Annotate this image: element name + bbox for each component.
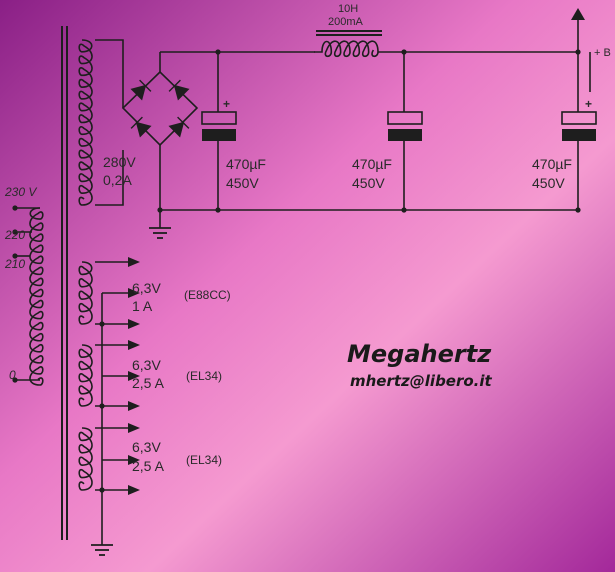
arrow-icon: [128, 257, 140, 267]
labels: 230 V 220 210 0 280V 0,2A 10H 200mA + B …: [4, 3, 611, 474]
hv-current-label: 0,2A: [103, 172, 132, 188]
hv-lead-bottom: [95, 150, 124, 206]
cap2-voltage: 450V: [352, 175, 385, 191]
cap1-voltage: 450V: [226, 175, 259, 191]
primary-winding: [29, 207, 44, 386]
choke-inductance-label: 10H: [338, 3, 358, 15]
hv-lead-top: [95, 39, 124, 98]
coil-group: [29, 30, 384, 491]
heater3-current: 2,5 A: [132, 458, 165, 474]
arrow-icon: [128, 371, 140, 381]
capacitor-3: [561, 111, 597, 141]
diode-bottom-right: [168, 116, 190, 138]
heater3-voltage: 6,3V: [132, 439, 161, 455]
capacitor-2: [387, 111, 423, 141]
heater2-winding: [78, 344, 93, 407]
heater1-voltage: 6,3V: [132, 280, 161, 296]
arrow-icon: [128, 485, 140, 495]
capacitors: [201, 111, 597, 141]
cap1-polarity: +: [223, 97, 230, 111]
heater2-voltage: 6,3V: [132, 357, 161, 373]
tap-230-label: 230 V: [4, 185, 37, 199]
cap2-value: 470µF: [352, 156, 392, 172]
heater3-tube: (EL34): [186, 453, 222, 467]
tap-0-label: 0: [9, 368, 16, 382]
cap3-voltage: 450V: [532, 175, 565, 191]
brand-name: Megahertz: [347, 340, 492, 368]
arrow-icon: [128, 423, 140, 433]
ground-icons: [91, 227, 171, 556]
ground-icon: [149, 227, 171, 239]
junction-dots: [12, 49, 581, 493]
heater2-current: 2,5 A: [132, 375, 165, 391]
hv-secondary-winding: [78, 39, 93, 206]
b-plus-arrow-icon: [571, 8, 585, 20]
tap-210-label: 210: [4, 257, 25, 271]
choke-winding: [314, 40, 384, 58]
diodes: [130, 79, 190, 138]
diode-top-right: [168, 79, 190, 101]
cap1-value: 470µF: [226, 156, 266, 172]
heater1-current: 1 A: [132, 298, 153, 314]
arrow-icon: [128, 319, 140, 329]
hv-voltage-label: 280V: [103, 154, 136, 170]
arrow-icon: [128, 401, 140, 411]
heater1-tube: (E88CC): [184, 288, 231, 302]
tap-220-label: 220: [4, 228, 25, 242]
ground-icon: [91, 544, 113, 556]
b-plus-label: + B: [594, 47, 611, 59]
heater3-winding: [78, 427, 93, 491]
brand-email: mhertz@libero.it: [350, 372, 493, 390]
choke-current-label: 200mA: [328, 16, 364, 28]
capacitor-1: [201, 111, 237, 141]
heater2-tube: (EL34): [186, 369, 222, 383]
output-arrows: [128, 8, 585, 495]
arrow-icon: [128, 455, 140, 465]
diode-bottom-left: [130, 116, 152, 138]
heater1-winding: [78, 261, 93, 325]
cap3-polarity: +: [585, 97, 592, 111]
wires: [15, 18, 591, 545]
diode-top-left: [130, 79, 152, 101]
cap3-value: 470µF: [532, 156, 572, 172]
arrow-icon: [128, 340, 140, 350]
arrow-icon: [128, 288, 140, 298]
